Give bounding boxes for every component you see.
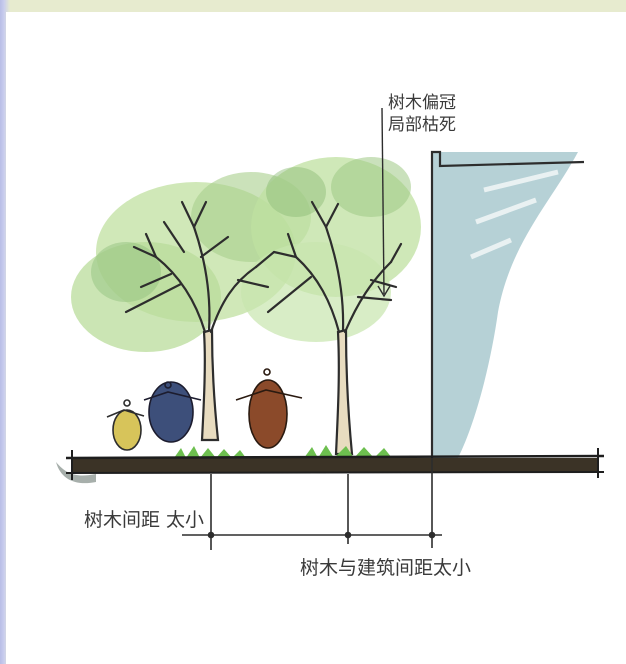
crown-note-line1: 树木偏冠	[388, 93, 456, 113]
person-adult-brown	[235, 368, 303, 449]
tree-spacing-label: 树木间距 太小	[84, 509, 204, 531]
leader-line	[377, 107, 391, 298]
tree-right	[266, 200, 403, 456]
person-child	[106, 399, 145, 451]
section-sketch: 树木偏冠 局部枯死 树木间距 太小 树木与建筑间距太小	[56, 93, 605, 579]
tree-building-spacing-label: 树木与建筑间距太小	[300, 557, 471, 579]
drawing-canvas: 树木偏冠 局部枯死 树木间距 太小 树木与建筑间距太小	[6, 12, 626, 664]
tree-left	[124, 200, 276, 442]
grass-tufts	[174, 445, 392, 458]
tree-canopy-foliage	[71, 157, 421, 352]
building-wall	[430, 150, 585, 458]
crown-note-line2: 局部枯死	[388, 115, 456, 135]
ground-section	[56, 448, 605, 484]
dimension-lines	[182, 458, 442, 550]
person-adult-blue	[143, 381, 202, 443]
